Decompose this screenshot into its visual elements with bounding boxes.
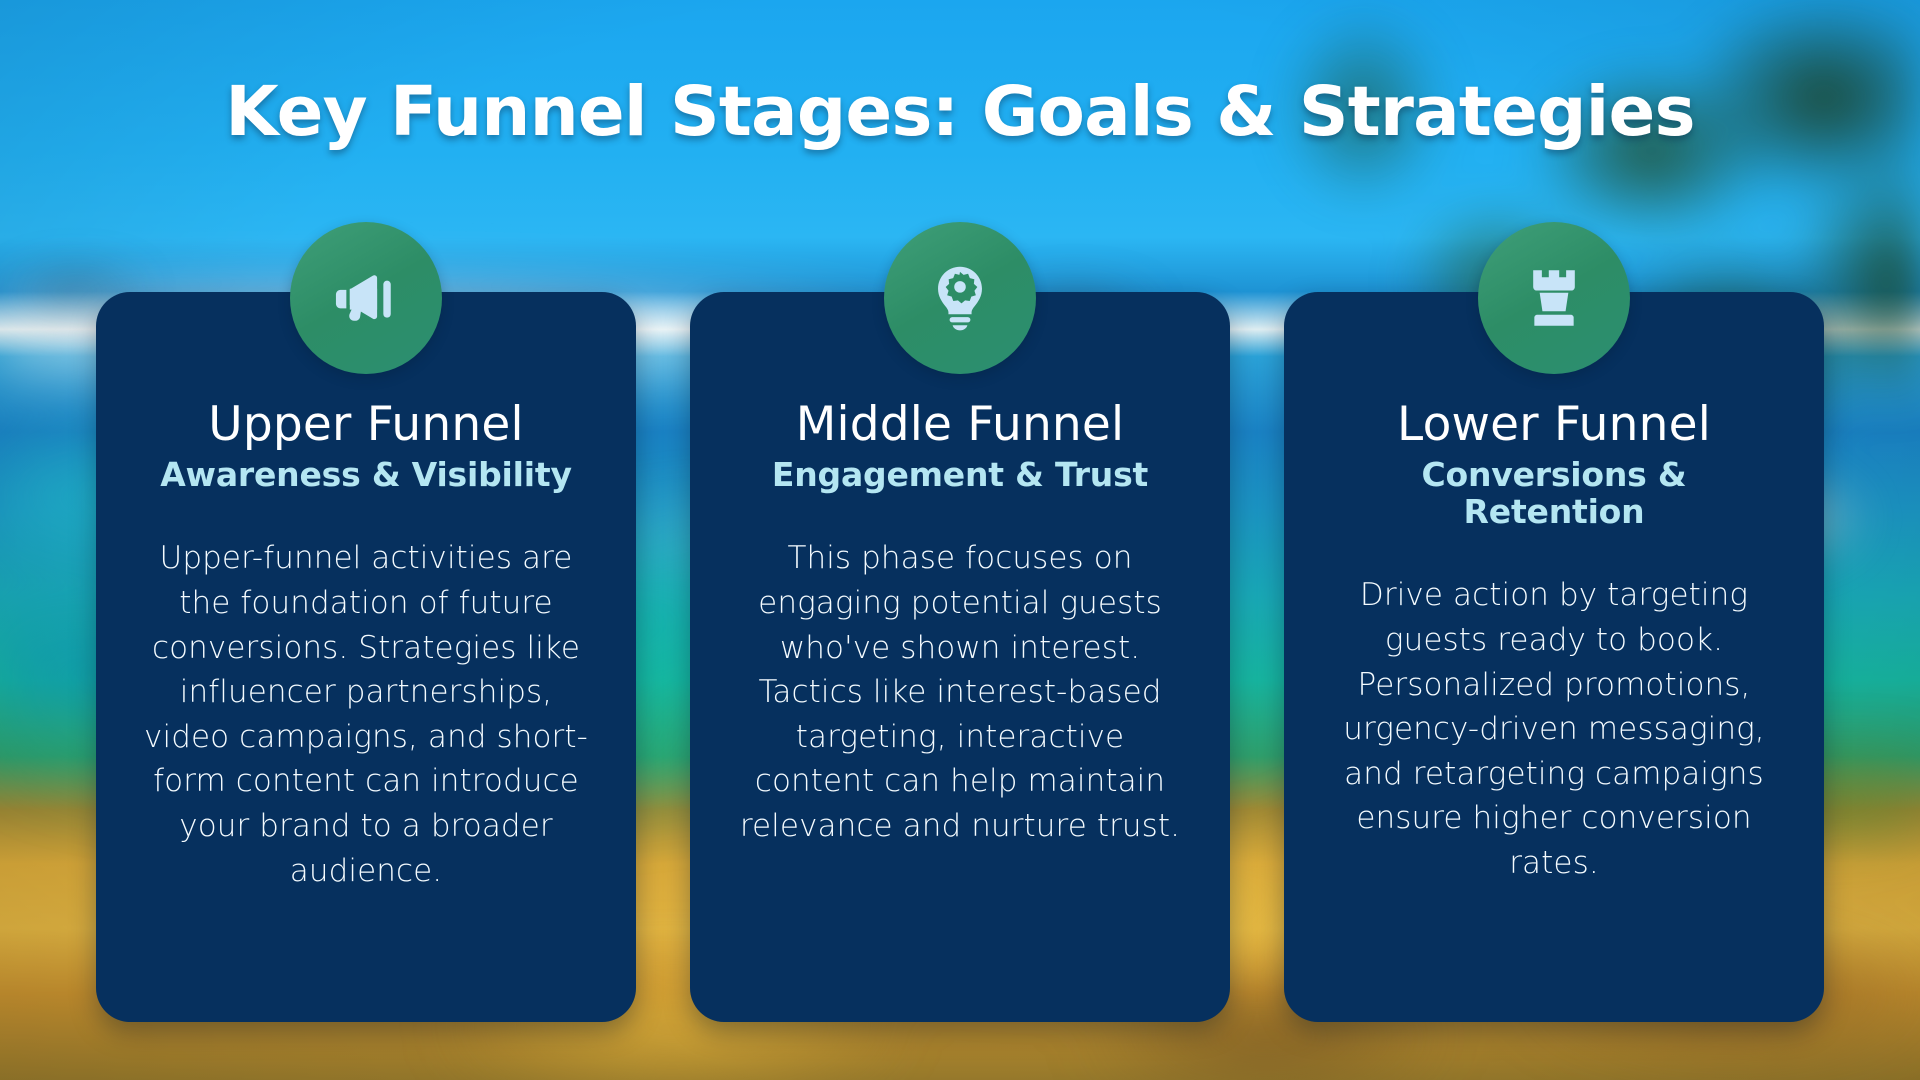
card-title: Lower Funnel [1397,397,1711,452]
funnel-card-upper: Upper Funnel Awareness & Visibility Uppe… [96,222,636,1022]
card-title: Upper Funnel [208,397,524,452]
card-body-text: This phase focuses on engaging potential… [739,540,1181,845]
card-title: Middle Funnel [795,397,1125,452]
badge-circle-lower [1478,222,1630,374]
card-subtitle: Conversions & Retention [1421,455,1687,532]
card-subtitle: Awareness & Visibility [160,455,572,495]
badge-circle-upper [290,222,442,374]
lightbulb-gear-icon [923,261,997,335]
page-title: Key Funnel Stages: Goals & Strategies [225,72,1695,152]
megaphone-icon [329,261,403,335]
badge-circle-middle [884,222,1036,374]
card-body-text: Upper-funnel activities are the foundati… [144,540,588,889]
card-body-text: Drive action by targeting guests ready t… [1343,577,1765,881]
chess-rook-icon [1517,261,1591,335]
funnel-card-middle: Middle Funnel Engagement & Trust This ph… [690,222,1230,1022]
card-subtitle: Engagement & Trust [771,455,1149,495]
funnel-stage-cards: Upper Funnel Awareness & Visibility Uppe… [0,222,1920,1022]
funnel-card-lower: Lower Funnel Conversions & Retention Dri… [1284,222,1824,1022]
